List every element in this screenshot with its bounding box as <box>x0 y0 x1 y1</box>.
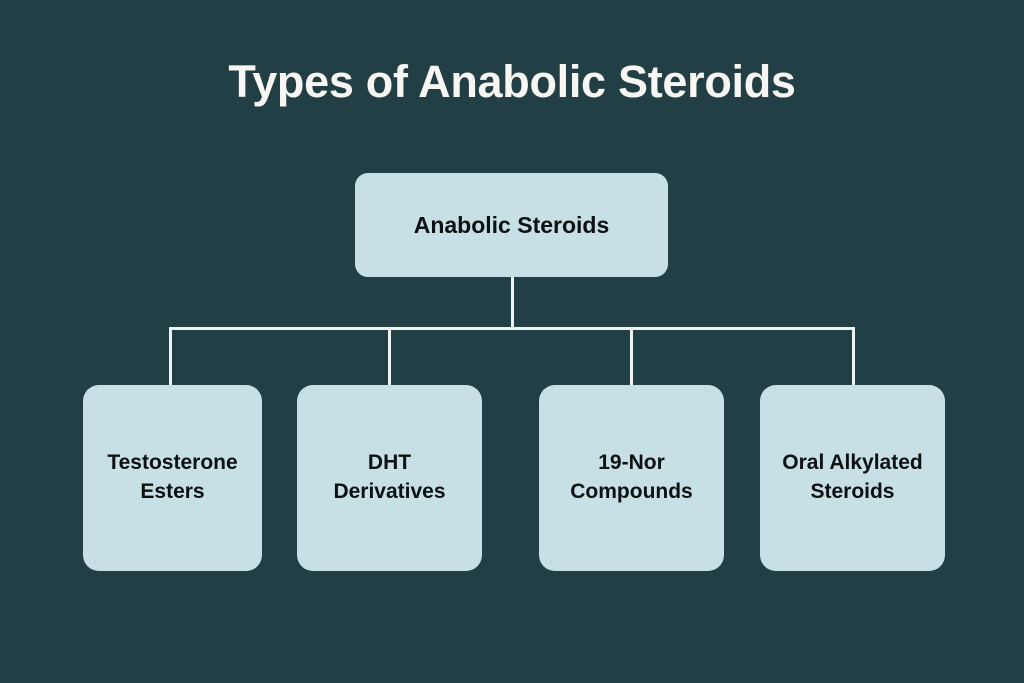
node-root-label: Anabolic Steroids <box>413 211 610 238</box>
connector-drop-19-nor-compounds <box>630 327 633 387</box>
node-root[interactable]: Anabolic Steroids <box>355 173 668 277</box>
connector-root-trunk <box>511 277 514 329</box>
connector-drop-dht-derivatives <box>388 327 391 387</box>
connector-drop-oral-alkylated-steroids <box>852 327 855 387</box>
connector-horizontal-bus <box>169 327 855 330</box>
connector-drop-testosterone-esters <box>169 327 172 387</box>
page-title: Types of Anabolic Steroids <box>228 56 796 107</box>
